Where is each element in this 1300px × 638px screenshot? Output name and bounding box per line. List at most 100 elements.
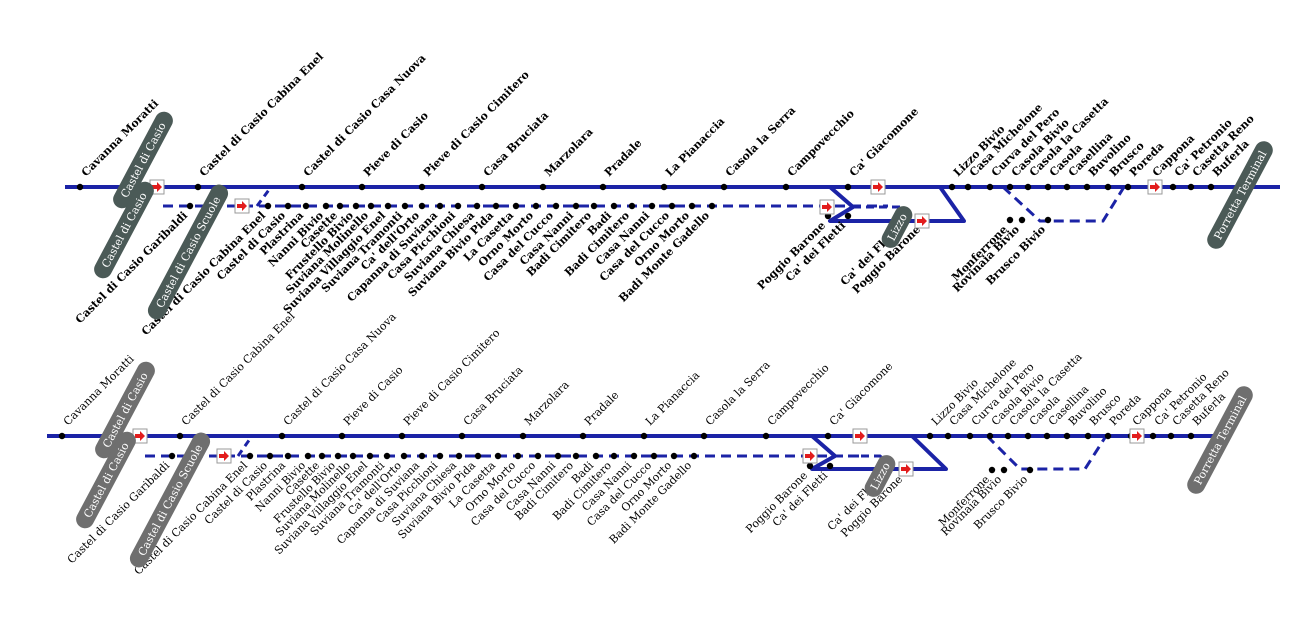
station-dot — [1124, 183, 1132, 191]
station-dot — [58, 432, 66, 440]
station-dot — [246, 452, 254, 460]
station-dot — [1018, 216, 1026, 224]
station-dot — [944, 432, 952, 440]
station-dot — [610, 452, 618, 460]
station-dot — [1043, 432, 1051, 440]
station-dot — [660, 183, 668, 191]
station-dot — [1006, 216, 1014, 224]
direction-arrow-icon — [898, 461, 914, 477]
stop-pill-bg — [76, 431, 136, 529]
station-label: Pradale — [602, 137, 645, 180]
station-dot — [610, 202, 618, 210]
direction-arrow-icon — [1129, 428, 1145, 444]
station-dot — [1000, 466, 1008, 474]
station-dot — [338, 432, 346, 440]
station-dot — [720, 183, 728, 191]
station-label: Pieve di Casio Cimitero — [401, 326, 503, 428]
stop-pill-bg — [881, 206, 913, 248]
station-dot — [474, 452, 482, 460]
arrow-glyph — [152, 182, 162, 192]
station-dot — [926, 432, 934, 440]
station-dot — [1104, 432, 1112, 440]
station-dot — [1187, 432, 1195, 440]
station-dot — [648, 202, 656, 210]
direction-arrow-icon — [234, 198, 250, 214]
station-dot — [534, 452, 542, 460]
station-label: Pieve di Casio — [341, 363, 406, 428]
arrow-glyph — [901, 464, 911, 474]
branch-dashed-line — [1001, 185, 1126, 223]
station-label: Pieve di Casio — [361, 109, 431, 179]
station-dot — [628, 202, 636, 210]
station-dot — [1207, 183, 1215, 191]
station-dot — [1063, 432, 1071, 440]
station-dot — [700, 432, 708, 440]
station-dot — [284, 452, 292, 460]
station-dot — [552, 202, 560, 210]
station-label: Casa Bruciata — [461, 363, 526, 428]
station-dot — [1104, 183, 1112, 191]
station-label: La Pianaccia — [643, 368, 703, 428]
station-label: Castel di Casio Cabina Enel — [197, 50, 326, 179]
station-dot — [1169, 183, 1177, 191]
station-dot — [590, 202, 598, 210]
station-dot — [352, 202, 360, 210]
station-dot — [948, 183, 956, 191]
station-dot — [640, 432, 648, 440]
station-dot — [708, 202, 716, 210]
station-dot — [302, 202, 310, 210]
station-dot — [1063, 183, 1071, 191]
station-dot — [318, 452, 326, 460]
station-dot — [844, 212, 852, 220]
station-dot — [418, 202, 426, 210]
station-dot — [384, 202, 392, 210]
direction-arrow-icon — [132, 428, 148, 444]
station-label: La Pianaccia — [663, 115, 727, 179]
arrow-glyph — [135, 431, 145, 441]
station-dot — [670, 452, 678, 460]
stop-pill-bg — [864, 455, 896, 497]
station-dot — [454, 202, 462, 210]
station-dot — [1187, 183, 1195, 191]
stop-pill-bg — [1187, 386, 1253, 494]
station-dot — [473, 202, 481, 210]
station-dot — [539, 183, 547, 191]
station-label: Ca' Giacomone — [847, 105, 921, 179]
arrow-glyph — [805, 451, 815, 461]
station-label: Castel di Casio Casa Nuova — [301, 52, 428, 179]
station-dot — [762, 432, 770, 440]
station-label: Casola la Serra — [703, 358, 773, 428]
arrow-glyph — [237, 201, 247, 211]
station-dot — [572, 202, 580, 210]
station-dot — [76, 183, 84, 191]
station-dot — [532, 202, 540, 210]
station-dot — [358, 183, 366, 191]
arrow-glyph — [219, 451, 229, 461]
direction-arrow-icon — [870, 179, 886, 195]
station-label: Marzolara — [522, 378, 572, 428]
station-dot — [455, 452, 463, 460]
station-dot — [494, 452, 502, 460]
station-dot — [512, 202, 520, 210]
arrow-glyph — [822, 202, 832, 212]
station-dot — [322, 202, 330, 210]
station-dot — [1149, 432, 1157, 440]
direction-arrow-icon — [802, 448, 818, 464]
station-dot — [824, 432, 832, 440]
station-dot — [592, 452, 600, 460]
station-dot — [986, 432, 994, 440]
stop-pill-label: Porretta Terminal — [1191, 393, 1249, 487]
station-dot — [579, 432, 587, 440]
station-dot — [1083, 183, 1091, 191]
station-dot — [194, 183, 202, 191]
station-dot — [630, 452, 638, 460]
station-dot — [349, 452, 357, 460]
branch-dashed-line — [985, 434, 1108, 471]
stop-pill-bg — [1207, 141, 1273, 249]
station-dot — [986, 183, 994, 191]
arrow-glyph — [1150, 182, 1160, 192]
station-dot — [367, 202, 375, 210]
